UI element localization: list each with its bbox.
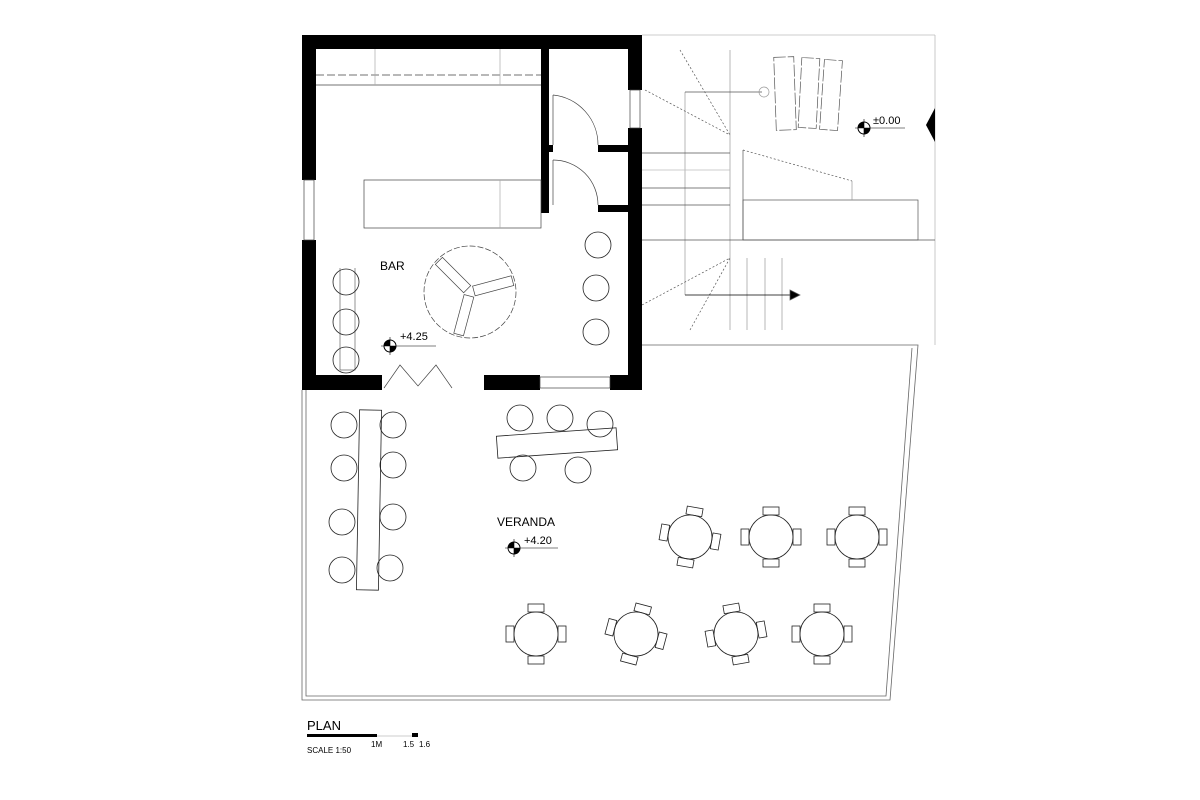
- walls: [302, 35, 642, 390]
- stool: [506, 404, 534, 432]
- chair: [527, 655, 545, 665]
- stool: [546, 404, 574, 432]
- chair: [527, 603, 545, 613]
- stool: [330, 454, 358, 482]
- stool: [328, 556, 356, 584]
- room-label-bar: BAR: [380, 259, 405, 273]
- stool: [564, 456, 592, 484]
- scale-bar: [307, 733, 418, 737]
- chair: [762, 558, 780, 568]
- chair: [813, 655, 831, 665]
- room-label-veranda: VERANDA: [497, 515, 556, 529]
- chair: [620, 652, 639, 666]
- stool: [586, 410, 614, 438]
- scale-tick-1-5: 1.5: [403, 740, 415, 749]
- stool: [379, 411, 407, 439]
- chair: [731, 653, 750, 666]
- entrance-arrow-icon: [926, 108, 935, 142]
- chair: [740, 528, 750, 546]
- post-icon: [758, 86, 770, 98]
- scale-tick-1m: 1M: [371, 740, 383, 749]
- chair: [792, 528, 802, 546]
- level-entrance: ±0.00: [873, 115, 901, 127]
- stool: [330, 411, 358, 439]
- bar-stool: [332, 268, 360, 296]
- scale-tick-1-6: 1.6: [419, 740, 431, 749]
- plan-title: PLAN: [307, 718, 341, 733]
- round-table: [667, 514, 713, 560]
- bar-stool: [584, 231, 612, 259]
- chair: [633, 602, 652, 616]
- chair: [848, 558, 866, 568]
- round-table: [748, 514, 794, 560]
- round-table: [834, 514, 880, 560]
- long-table: [356, 409, 382, 591]
- round-table: [613, 611, 659, 657]
- level-bar: +4.25: [400, 331, 428, 343]
- round-table: [513, 611, 559, 657]
- chair: [685, 505, 704, 518]
- chair: [676, 556, 695, 569]
- furniture: [328, 231, 888, 666]
- arrow-icon: [789, 289, 801, 301]
- chair: [791, 625, 801, 643]
- stool: [376, 554, 404, 582]
- chair: [848, 506, 866, 516]
- round-table: [713, 611, 759, 657]
- chair: [813, 603, 831, 613]
- chair: [762, 506, 780, 516]
- chair: [654, 631, 668, 650]
- level-marker-icon: [381, 337, 436, 355]
- level-marker-icon: [505, 539, 558, 557]
- chair: [658, 523, 671, 542]
- level-markers: [381, 119, 905, 557]
- staircase: [641, 49, 935, 331]
- chair: [709, 532, 722, 551]
- chair: [843, 625, 853, 643]
- bar-table: [495, 427, 619, 459]
- round-table: [799, 611, 845, 657]
- bar-stool: [582, 274, 610, 302]
- chair: [505, 625, 515, 643]
- stool: [379, 451, 407, 479]
- scale-label: SCALE 1:50: [307, 746, 352, 755]
- level-marker-icon: [855, 119, 905, 137]
- chair: [755, 620, 768, 639]
- chair: [704, 629, 717, 648]
- bar-stool: [332, 308, 360, 336]
- chair: [557, 625, 567, 643]
- round-bar-counter: [423, 245, 517, 339]
- chair: [604, 618, 618, 637]
- level-veranda: +4.20: [524, 535, 552, 547]
- chair: [722, 602, 741, 615]
- stool: [379, 503, 407, 531]
- doors-windows: [303, 49, 641, 389]
- chair: [878, 528, 888, 546]
- chair: [826, 528, 836, 546]
- stool: [328, 508, 356, 536]
- stool: [509, 454, 537, 482]
- veranda-outline: [301, 34, 936, 701]
- bar-stool: [582, 318, 610, 346]
- bar-stool: [332, 346, 360, 374]
